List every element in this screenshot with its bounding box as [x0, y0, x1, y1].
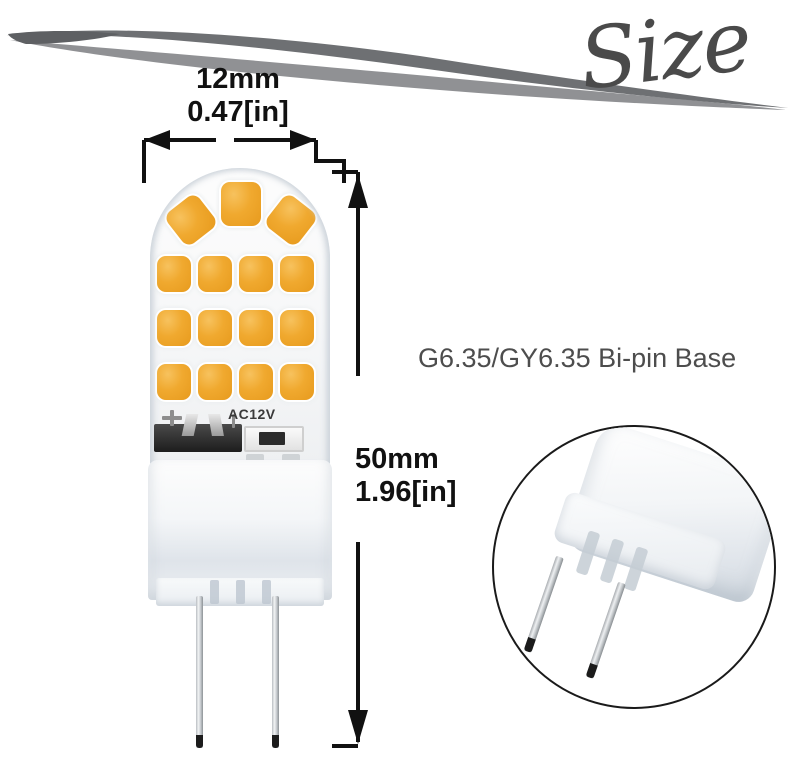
- closeup-bi-pin-left: [523, 555, 564, 653]
- cap-ridge: [210, 580, 219, 604]
- led-chip: [221, 182, 261, 226]
- bulb-base-cap: [148, 460, 332, 606]
- led-chip: [157, 256, 191, 292]
- solder-pad: [282, 454, 300, 465]
- callout-ring: [492, 425, 776, 709]
- led-chip: [198, 364, 232, 400]
- voltage-label: AC12V: [228, 406, 276, 422]
- bi-pin-left: [196, 596, 203, 748]
- height-dimension-label: 50mm 1.96[in]: [355, 443, 457, 509]
- bi-pin-right: [272, 596, 279, 748]
- led-chip: [157, 364, 191, 400]
- base-type-label: G6.35/GY6.35 Bi-pin Base: [418, 343, 737, 373]
- width-dimension-arrows: [142, 130, 346, 183]
- solder-pad: [246, 454, 264, 465]
- led-bulb-illustration: AC12V: [132, 168, 348, 768]
- led-chip: [198, 256, 232, 292]
- solder-trace: [170, 410, 174, 426]
- width-dimension-label: 12mm 0.47[in]: [168, 63, 308, 129]
- driver-block: [154, 424, 242, 452]
- led-chip: [280, 364, 314, 400]
- led-chip: [280, 256, 314, 292]
- driver-ic: [244, 426, 304, 452]
- led-chip: [198, 310, 232, 346]
- height-dimension-arrows: [332, 170, 368, 748]
- decorative-swoosh: [6, 30, 788, 110]
- cap-ridge: [236, 580, 245, 604]
- led-chip: [157, 310, 191, 346]
- led-chip: [280, 310, 314, 346]
- width-mm-value: 12mm: [196, 63, 280, 95]
- closeup-bi-pin-right: [585, 581, 626, 679]
- led-chip: [239, 256, 273, 292]
- cap-ridge: [262, 580, 271, 604]
- base-closeup-callout: [492, 425, 776, 709]
- width-in-value: 0.47[in]: [187, 96, 289, 128]
- solder-trace: [232, 414, 235, 428]
- height-in-value: 1.96[in]: [355, 476, 457, 508]
- led-chip: [239, 364, 273, 400]
- led-chip: [239, 310, 273, 346]
- height-mm-value: 50mm: [355, 443, 439, 475]
